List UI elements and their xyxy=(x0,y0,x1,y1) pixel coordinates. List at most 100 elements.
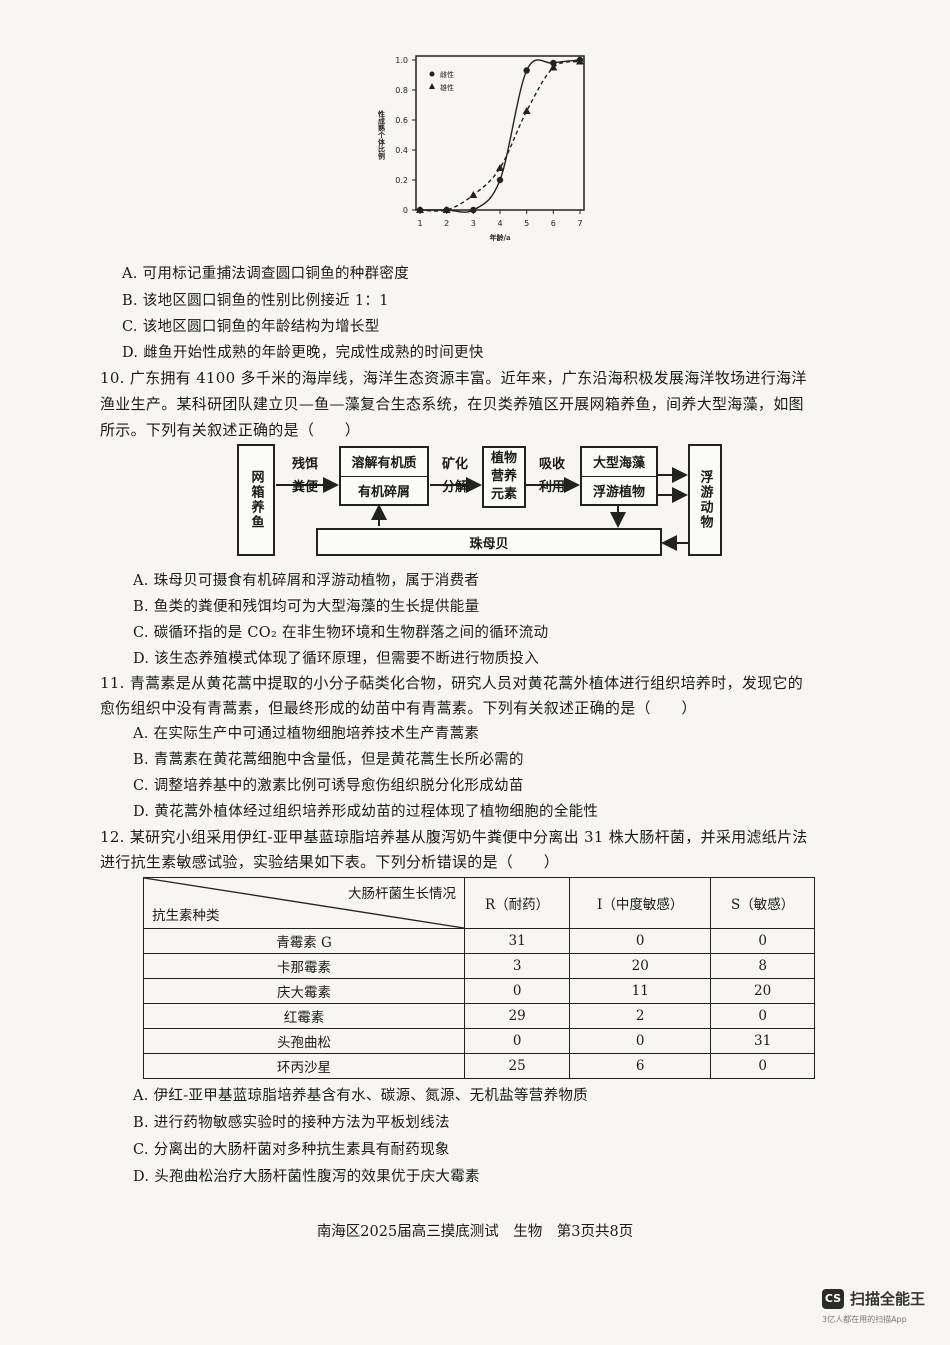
pearl-oyster-box: 珠母贝 xyxy=(316,528,662,556)
x-tick-label: 4 xyxy=(497,219,502,228)
count-cell: 20 xyxy=(710,978,815,1004)
cs-logo-icon: CS xyxy=(822,1288,844,1309)
q12-stem-line-2: 进行抗生素敏感试验，实验结果如下表。下列分析错误的是（ ） xyxy=(100,853,560,871)
count-cell: 31 xyxy=(710,1028,815,1054)
x-tick-label: 7 xyxy=(577,219,582,228)
zooplankton-box: 浮游动物 xyxy=(688,444,722,556)
count-cell: 29 xyxy=(463,1003,571,1029)
q12-option-b: B. 进行药物敏感实验时的接种方法为平板划线法 xyxy=(133,1115,450,1131)
data-point-circle xyxy=(496,176,504,184)
use-label: 利用 xyxy=(538,480,565,495)
q10-stem-line-3: 所示。下列有关叙述正确的是（ ） xyxy=(100,421,361,439)
scanner-watermark: CS 扫描全能王 xyxy=(822,1288,925,1309)
legend-circle-icon xyxy=(429,71,435,77)
plant-nutrients-line-1: 植物 xyxy=(490,451,517,466)
plot-frame xyxy=(415,55,585,211)
q9-option-d: D. 雌鱼开始性成熟的年龄更晚，完成性成熟的时间更快 xyxy=(122,345,484,361)
q12-option-c: C. 分离出的大肠杆菌对多种抗生素具有耐药现象 xyxy=(133,1142,450,1158)
legend-label-female: 雌性 xyxy=(440,70,454,79)
page-footer: 南海区2025届高三摸底测试 生物 第3页共8页 xyxy=(316,1224,634,1240)
q12-stem-line-1: 12. 某研究小组采用伊红-亚甲基蓝琼脂培养基从腹泻奶牛粪便中分离出 31 株大… xyxy=(100,828,808,846)
x-tick-label: 1 xyxy=(417,219,422,228)
q10-option-a: A. 珠母贝可摄食有机碎屑和浮游动植物，属于消费者 xyxy=(133,573,480,589)
data-point-triangle xyxy=(549,63,558,71)
table-corner-cell: 大肠杆菌生长情况 抗生素种类 xyxy=(143,877,465,929)
q11-option-b: B. 青蒿素在黄花蒿细胞中含量低，但是黄花蒿生长所必需的 xyxy=(133,752,524,768)
count-cell: 2 xyxy=(569,1003,712,1029)
count-cell: 0 xyxy=(710,1003,815,1029)
x-tick-label: 5 xyxy=(524,219,529,228)
data-point-triangle xyxy=(522,107,531,114)
plant-nutrients-box: 植物 营养 元素 xyxy=(482,446,526,508)
count-cell: 0 xyxy=(463,1028,571,1054)
y-tick-label: 0.6 xyxy=(395,116,408,125)
q11-option-d: D. 黄花蒿外植体经过组织培养形成幼苗的过程体现了植物细胞的全能性 xyxy=(133,804,599,820)
cage-fish-box: 网箱养鱼 xyxy=(237,444,275,556)
q11-stem-line-2: 愈伤组织中没有青蒿素，但最终形成的幼苗中有青蒿素。下列有关叙述正确的是（ ） xyxy=(100,699,697,717)
count-cell: 0 xyxy=(710,1053,815,1079)
data-point-triangle xyxy=(469,191,478,198)
mineral-label: 矿化 xyxy=(441,457,468,472)
count-cell: 0 xyxy=(463,978,571,1004)
table-header-row: 大肠杆菌生长情况 抗生素种类 R（耐药） I（中度敏感） S（敏感） xyxy=(143,877,815,929)
header-s: S（敏感） xyxy=(710,877,815,929)
feces-label: 粪便 xyxy=(291,480,318,495)
data-point-circle xyxy=(550,59,557,67)
x-axis-label: 年龄/a xyxy=(489,233,511,242)
phytoplankton-label: 浮游植物 xyxy=(592,484,645,500)
q11-option-a: A. 在实际生产中可通过植物细胞培养技术生产青蒿素 xyxy=(133,726,480,742)
q9-option-b: B. 该地区圆口铜鱼的性别比例接近 1：1 xyxy=(122,293,389,309)
diagram-arrows xyxy=(276,467,696,551)
dissolved-organic-label: 溶解有机质 xyxy=(341,448,427,477)
x-tick-label: 3 xyxy=(471,219,476,228)
x-tick-label: 2 xyxy=(444,219,449,228)
q12-option-a: A. 伊红-亚甲基蓝琼脂培养基含有水、碳源、氮源、无机盐等营养物质 xyxy=(133,1088,588,1104)
count-cell: 11 xyxy=(569,978,712,1004)
antibiotic-name-cell: 卡那霉素 xyxy=(143,953,465,979)
q9-option-c: C. 该地区圆口铜鱼的年龄结构为增长型 xyxy=(122,319,380,335)
q11-option-c: C. 调整培养基中的激素比例可诱导愈伤组织脱分化形成幼苗 xyxy=(133,778,524,794)
data-point-triangle xyxy=(576,57,584,65)
y-tick-label: 1.0 xyxy=(395,56,408,65)
data-point-circle xyxy=(523,67,530,74)
scanner-name: 扫描全能王 xyxy=(850,1290,926,1308)
q10-stem-line-2: 渔业生产。某科研团队建立贝—鱼—藻复合生态系统，在贝类养殖区开展网箱养鱼，间养大… xyxy=(100,395,804,413)
absorb-label: 吸收 xyxy=(538,457,565,472)
count-cell: 8 xyxy=(710,953,815,979)
seaweed-label: 大型海藻 xyxy=(582,448,656,477)
plant-nutrients-line-2: 营养 xyxy=(490,469,517,484)
organic-debris-label: 有机碎屑 xyxy=(357,484,410,500)
scanner-tagline: 3亿人都在用的扫描App xyxy=(822,1315,907,1324)
corner-diagonal xyxy=(144,878,464,928)
count-cell: 3 xyxy=(463,953,571,979)
q11-stem-line-1: 11. 青蒿素是从黄花蒿中提取的小分子萜类化合物，研究人员对黄花蒿外植体进行组织… xyxy=(100,674,804,692)
header-i: I（中度敏感） xyxy=(569,877,712,929)
plant-nutrients-line-3: 元素 xyxy=(490,487,517,502)
q9-option-a: A. 可用标记重捕法调查圆口铜鱼的种群密度 xyxy=(122,266,409,282)
y-tick-label: 0.4 xyxy=(395,146,408,155)
bait-label: 残饵 xyxy=(291,457,318,472)
y-tick-label: 0 xyxy=(403,206,408,215)
q10-option-b: B. 鱼类的粪便和残饵均可为大型海藻的生长提供能量 xyxy=(133,599,480,615)
decompose-label: 分解 xyxy=(441,480,468,495)
producers-box: 大型海藻 浮游植物 xyxy=(580,446,658,506)
legend-triangle-icon xyxy=(429,83,435,89)
q12-option-d: D. 头孢曲松治疗大肠杆菌性腹泻的效果优于庆大霉素 xyxy=(133,1169,480,1185)
legend-label-male: 雄性 xyxy=(440,83,454,92)
antibiotic-name-cell: 环丙沙星 xyxy=(143,1053,465,1079)
q10-option-d: D. 该生态养殖模式体现了循环原理，但需要不断进行物质投入 xyxy=(133,651,540,667)
data-point-circle xyxy=(470,206,477,214)
count-cell: 31 xyxy=(463,928,571,954)
organic-matter-box: 溶解有机质 有机碎屑 xyxy=(339,446,429,506)
data-point-triangle xyxy=(442,206,451,213)
data-point-triangle xyxy=(416,206,424,213)
data-point-triangle xyxy=(496,164,504,171)
q10-option-c: C. 碳循环指的是 CO₂ 在非生物环境和生物群落之间的循环流动 xyxy=(133,625,549,641)
antibiotic-name-cell: 青霉素 G xyxy=(143,928,465,954)
